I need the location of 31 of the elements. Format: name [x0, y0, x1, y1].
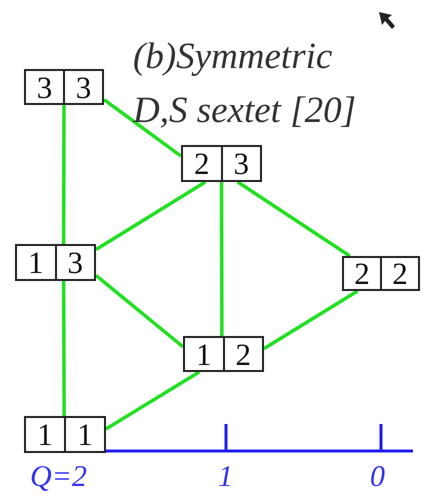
- connector-line: [105, 370, 200, 430]
- occupation-number: 1: [36, 418, 54, 451]
- occupation-number: 2: [380, 258, 418, 289]
- connector-line: [94, 274, 184, 348]
- axis-tick-label: 1: [218, 462, 233, 492]
- occupation-number: 1: [195, 338, 212, 370]
- occupation-number: 3: [54, 246, 94, 279]
- occupation-number: 2: [222, 338, 262, 370]
- occupation-number: 1: [64, 418, 104, 451]
- connector-line: [102, 98, 182, 158]
- occupation-number: 3: [63, 71, 102, 103]
- connector-line: [62, 105, 66, 244]
- occupation-number: 2: [353, 258, 371, 289]
- occupation-number: 3: [36, 71, 54, 103]
- axis-tick-label: 0: [370, 462, 385, 492]
- state-box: [24, 416, 106, 453]
- axis-tick-label: Q=2: [30, 462, 87, 492]
- connector-line: [95, 180, 206, 252]
- occupation-number: 2: [193, 147, 210, 180]
- state-box: [24, 69, 104, 105]
- state-box: [183, 336, 264, 372]
- state-box: [15, 244, 96, 281]
- connector-line: [220, 182, 224, 336]
- connector-line: [62, 281, 66, 416]
- connector-line: [263, 290, 359, 350]
- connector-line: [236, 180, 351, 258]
- occupation-number: 1: [27, 246, 44, 279]
- diagram-title: (b)Symmetric D,S sextet [20]: [133, 35, 357, 133]
- occupation-number: 3: [220, 147, 260, 180]
- state-box: [181, 145, 262, 182]
- state-box: [342, 256, 420, 291]
